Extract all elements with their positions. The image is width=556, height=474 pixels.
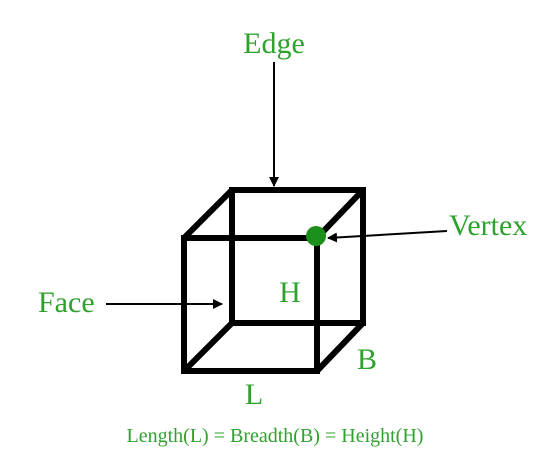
vertex-label: Vertex <box>449 209 527 242</box>
height-label: H <box>279 276 301 309</box>
cube-back-face <box>229 187 366 326</box>
edge-label: Edge <box>243 27 305 60</box>
length-label: L <box>245 378 263 411</box>
formula-text: Length(L) = Breadth(B) = Height(H) <box>127 425 424 447</box>
cube-edge-bottom-left <box>181 320 235 374</box>
cube-edge-bottom-right <box>314 320 366 374</box>
vertex-arrow <box>327 230 448 243</box>
cube-edge-top-right <box>314 187 366 241</box>
vertex-dot <box>306 226 326 246</box>
cube-edge-top-left <box>181 187 235 241</box>
breadth-label: B <box>357 343 377 376</box>
face-label: Face <box>38 286 95 319</box>
